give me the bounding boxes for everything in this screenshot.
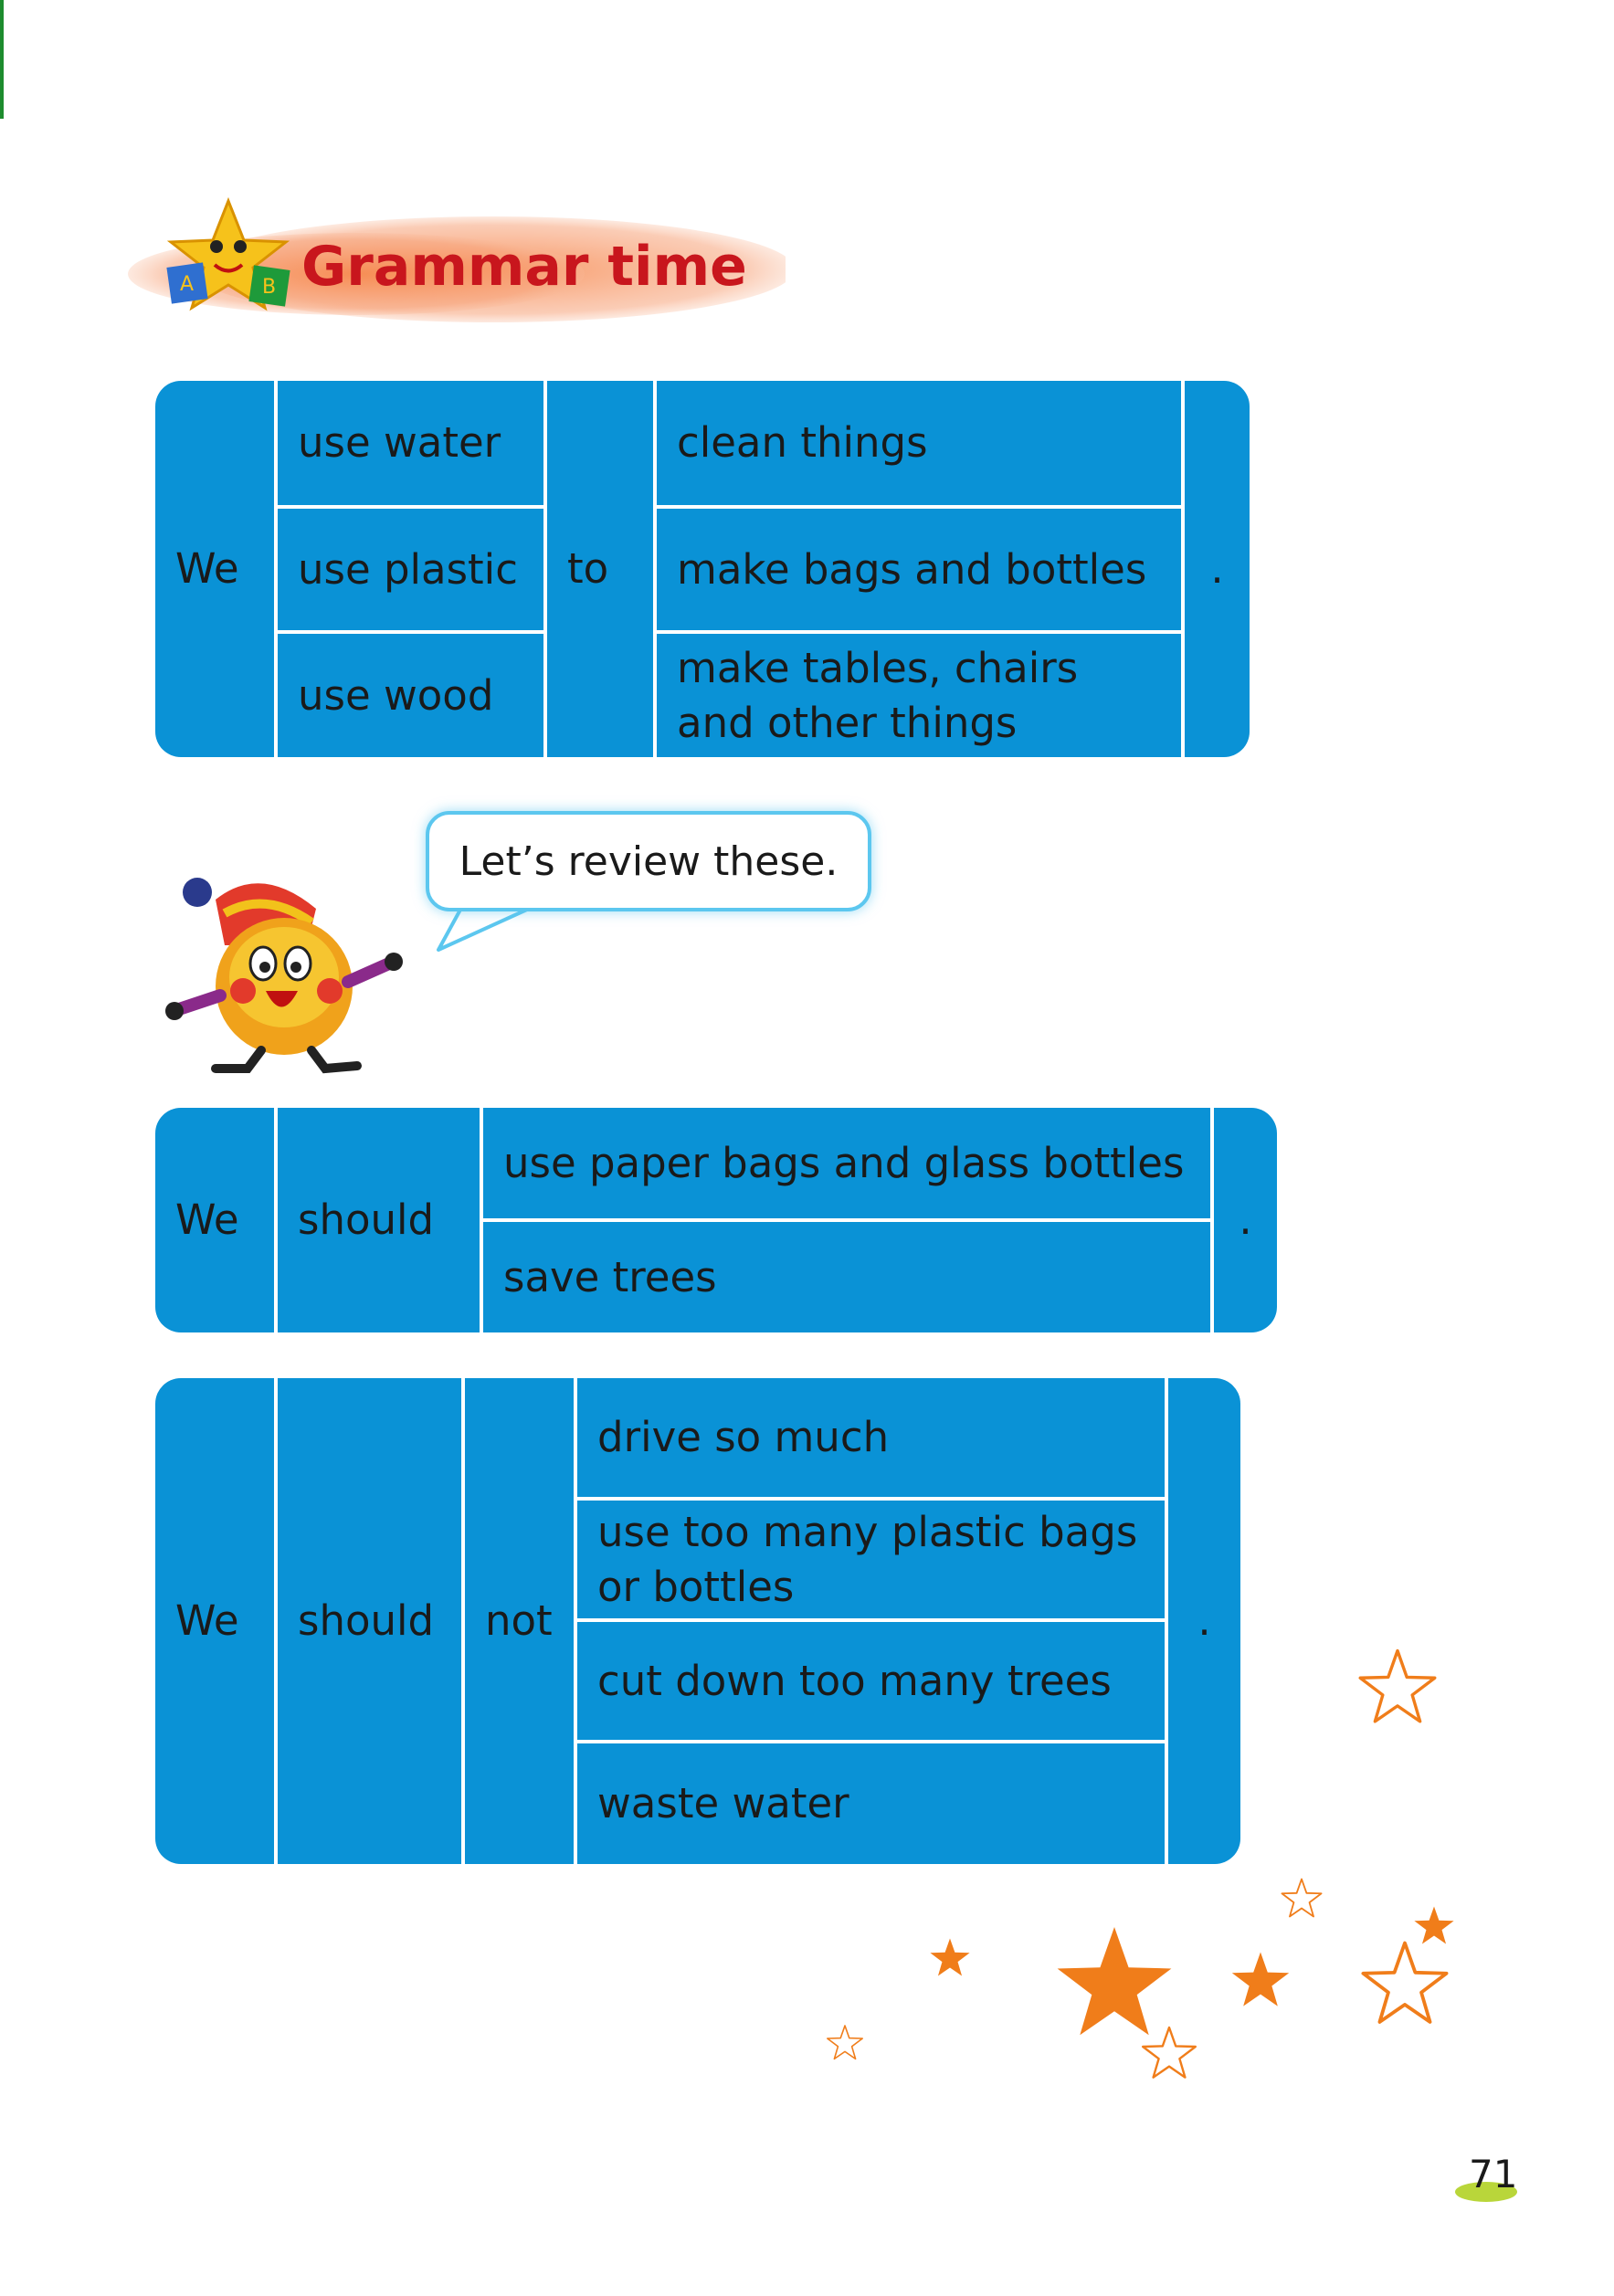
star-outline-icon [1281, 1878, 1323, 1918]
table1-purpose: make tables, chairs and other things [677, 643, 1079, 747]
table3-action: waste water [597, 1779, 849, 1827]
table1-purpose: make bags and bottles [677, 544, 1147, 594]
speech-bubble: Let’s review these. [426, 811, 871, 911]
grammar-table-2: We should use paper bags and glass bottl… [155, 1108, 1277, 1332]
section-title: Grammar time [301, 235, 747, 299]
table1-verb: use wood [298, 670, 494, 720]
page-number: 71 [1469, 2152, 1518, 2196]
star-mascot-icon: A B [166, 196, 290, 311]
star-filled-icon [1414, 1906, 1454, 1944]
table3-modal: should [298, 1596, 435, 1645]
decorative-stars [826, 1648, 1454, 2079]
table3-subject: We [175, 1596, 239, 1645]
table2-subject: We [175, 1195, 239, 1244]
table1-connector: to [567, 544, 609, 593]
page-edge-line [0, 0, 4, 119]
svg-text:B: B [262, 276, 276, 299]
star-filled-icon [930, 1938, 970, 1976]
star-outline-icon [826, 2025, 864, 2060]
table2-modal: should [298, 1195, 435, 1244]
table1-verb: use water [298, 418, 501, 467]
table2-period: . [1239, 1195, 1252, 1244]
star-outline-icon [1141, 2026, 1197, 2079]
table1-purpose: clean things [677, 418, 928, 467]
svg-text:A: A [180, 273, 194, 296]
star-outline-icon [1358, 1648, 1437, 1723]
grammar-table-1: We use water use plastic use wood to cle… [155, 381, 1250, 757]
table3-action: drive so much [597, 1413, 890, 1461]
table2-action: save trees [503, 1252, 717, 1301]
table1-period: . [1210, 544, 1224, 593]
section-header: A B Grammar time [128, 187, 786, 324]
table2-action: use paper bags and glass bottles [503, 1138, 1185, 1187]
table1-verb: use plastic [298, 544, 518, 594]
star-outline-icon [1361, 1941, 1449, 2024]
star-filled-icon [1057, 1927, 1172, 2036]
star-filled-icon [1231, 1952, 1290, 2006]
table3-negation: not [485, 1596, 553, 1645]
table3-action: cut down too many trees [597, 1656, 1112, 1705]
table1-subject: We [175, 544, 239, 593]
table3-period: . [1197, 1596, 1211, 1645]
table3-action: use too many plastic bags or bottles [597, 1507, 1138, 1611]
mascot-character [165, 878, 403, 1074]
page-number-badge [1455, 2182, 1517, 2202]
grammar-table-3: We should not drive so much use too many… [155, 1378, 1240, 1864]
